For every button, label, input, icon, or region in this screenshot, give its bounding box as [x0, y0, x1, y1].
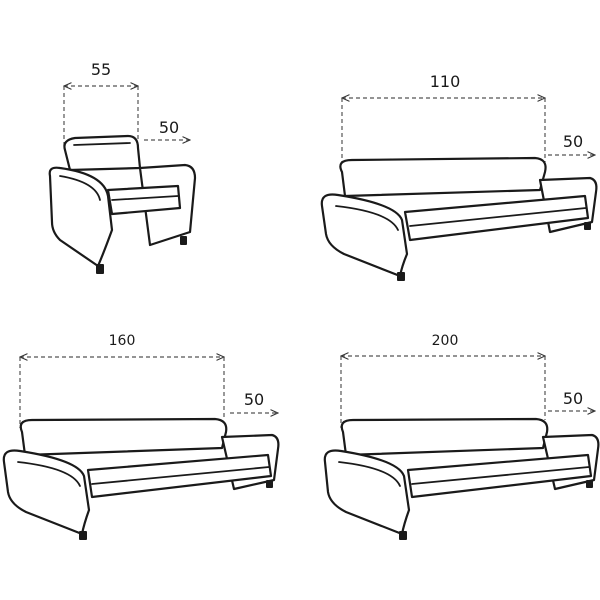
sofa-two-seat-drawing — [320, 156, 598, 281]
sofa-four-seat-width-dimension: 200 — [341, 333, 545, 428]
armchair: 55 50 — [48, 60, 197, 274]
sofa-two-seat-width-label: 110 — [430, 72, 461, 91]
sofa-four-seat-depth-label: 50 — [563, 389, 583, 408]
sofa-three-seat-width-dimension: 160 — [20, 333, 224, 428]
sofa-two-seat-depth-dimension: 50 — [548, 132, 595, 155]
armchair-width-label: 55 — [91, 60, 111, 79]
sofa-four-seat-width-label: 200 — [432, 333, 459, 349]
armchair-width-dimension: 55 — [64, 60, 138, 146]
sofa-three-seat-depth-label: 50 — [244, 390, 264, 409]
sofa-two-seat: 110 50 — [320, 72, 598, 281]
sofa-four-seat: 200 50 — [323, 333, 600, 540]
armchair-depth-dimension: 50 — [144, 118, 190, 140]
sofa-four-seat-drawing — [323, 417, 600, 540]
sofa-four-seat-depth-dimension: 50 — [548, 389, 595, 411]
sofa-three-seat: 160 50 — [2, 333, 280, 540]
sofa-two-seat-depth-label: 50 — [563, 132, 583, 151]
sofa-two-seat-width-dimension: 110 — [342, 72, 545, 172]
armchair-drawing — [48, 134, 197, 274]
sofa-three-seat-depth-dimension: 50 — [230, 390, 278, 413]
sofa-three-seat-width-label: 160 — [109, 333, 136, 349]
sofa-three-seat-drawing — [2, 417, 280, 540]
armchair-depth-label: 50 — [159, 118, 179, 137]
